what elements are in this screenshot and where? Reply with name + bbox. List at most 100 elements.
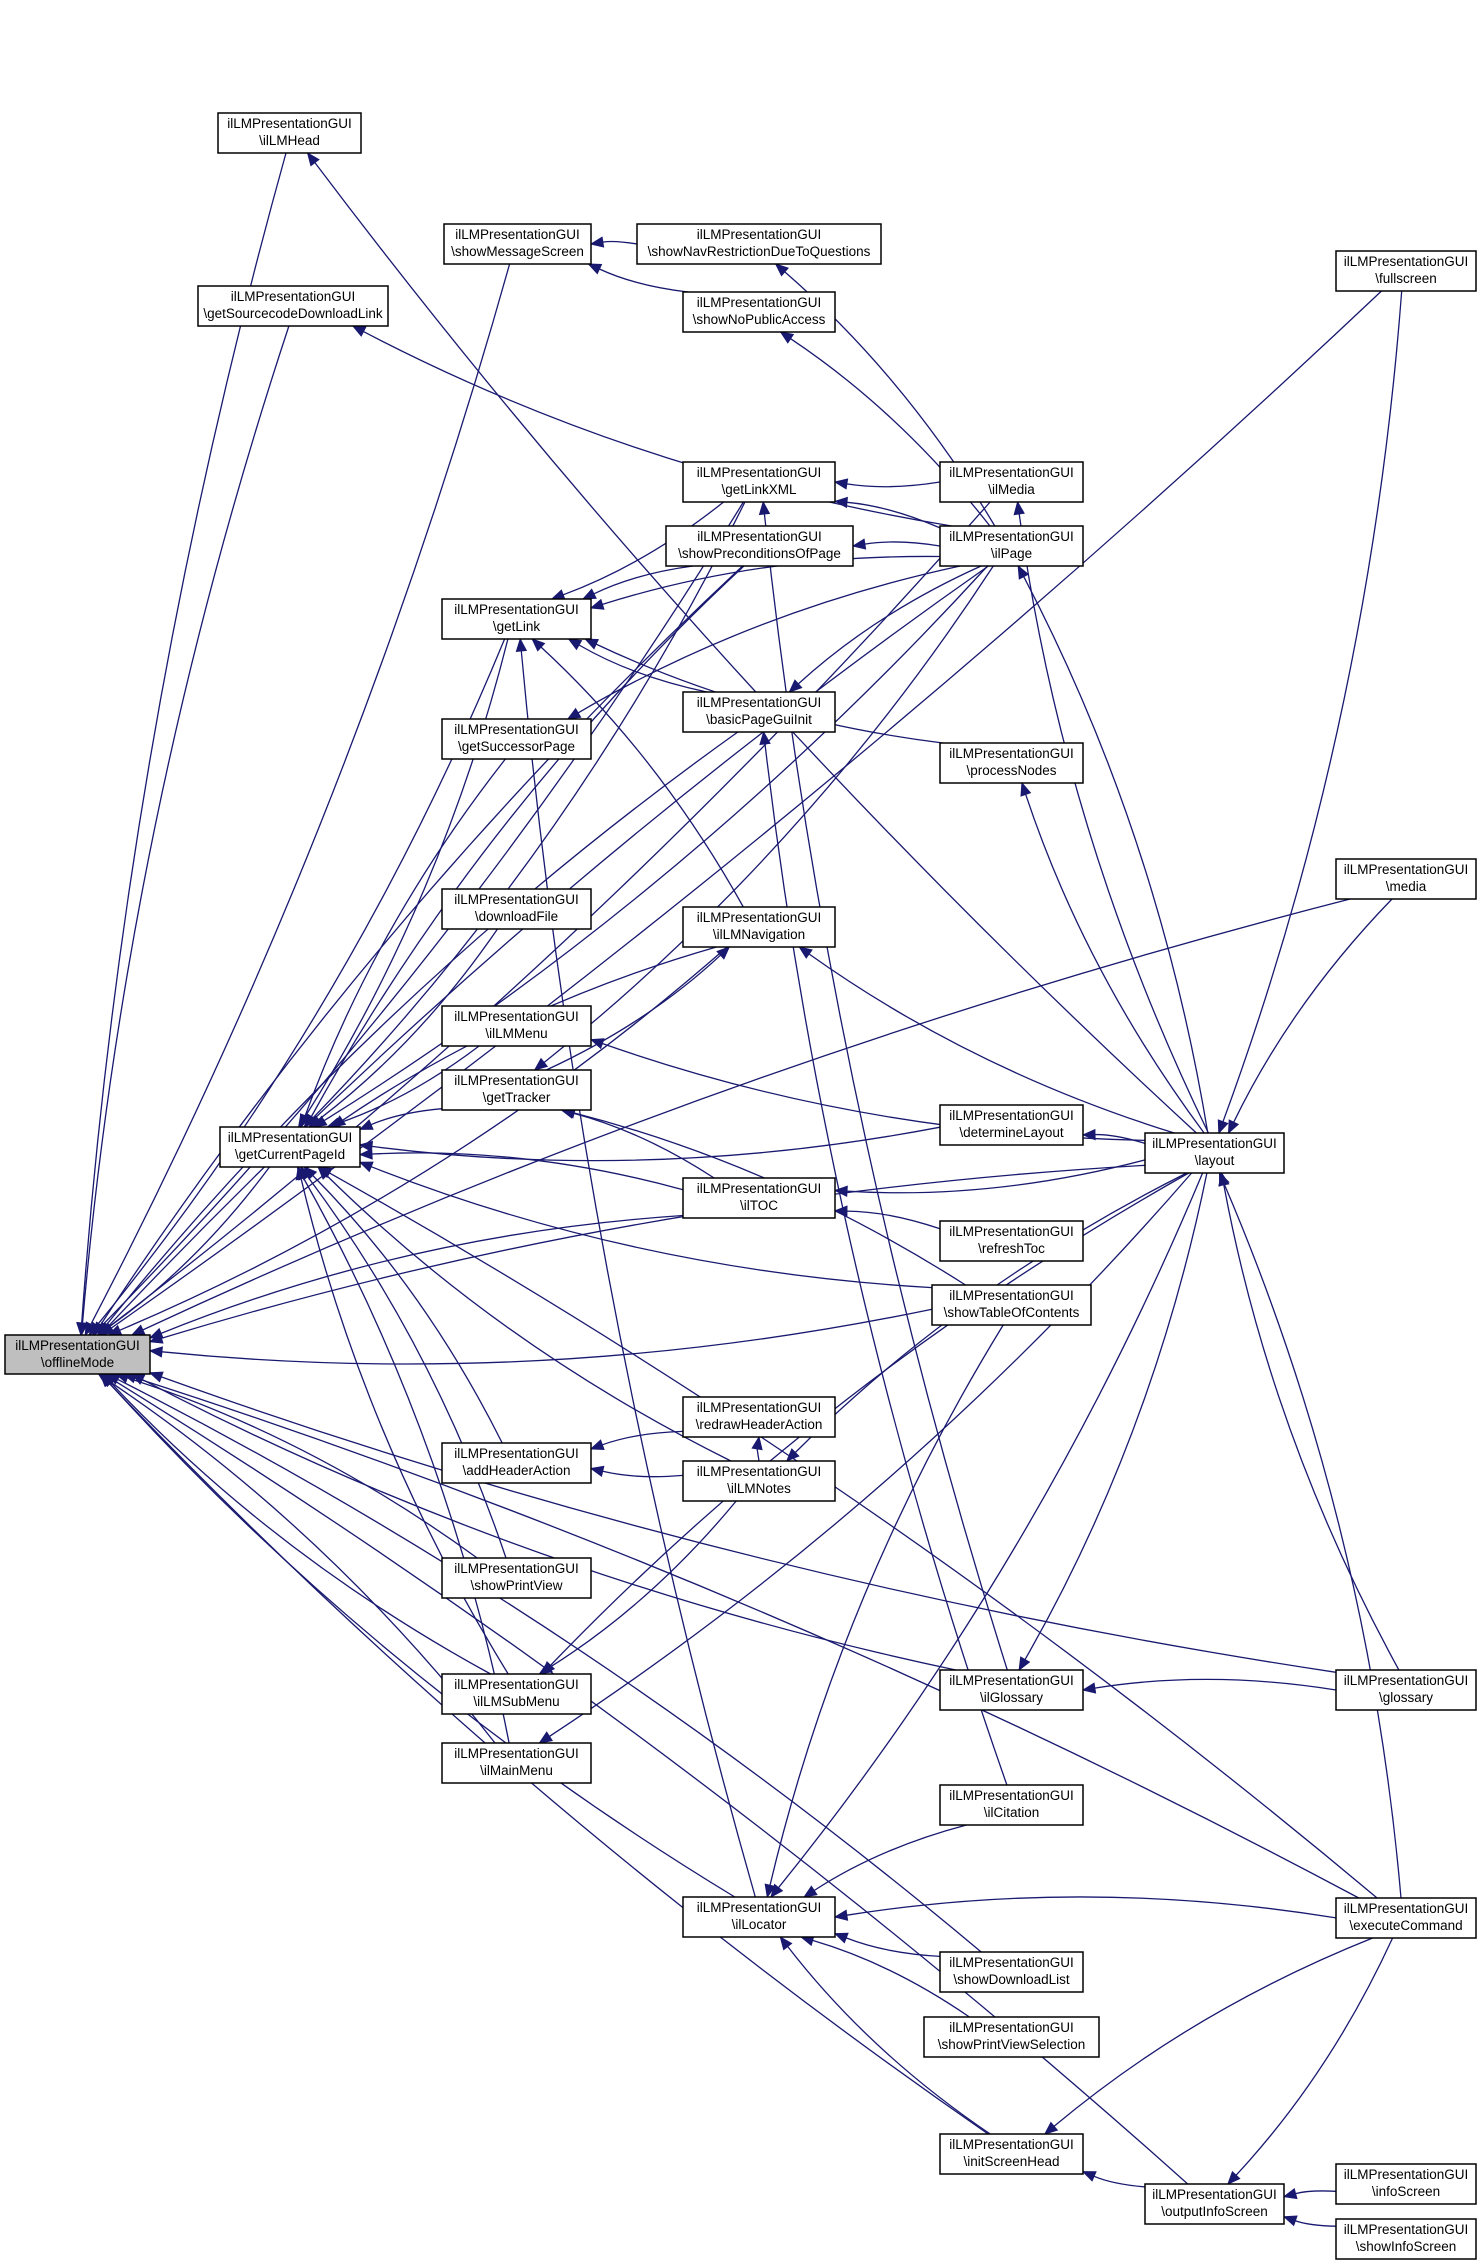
edge-line [1024,1172,1208,1660]
arrow-head [803,1885,818,1898]
edge-line [119,946,728,1331]
edge-line [81,325,290,1324]
node-layout[interactable]: ilLMPresentationGUI\layout [1144,1132,1285,1174]
node-show-no-public-access[interactable]: ilLMPresentationGUI\showNoPublicAccess [682,291,836,333]
node-box [923,2016,1100,2058]
edge-outputInfoScreen-to-initScreenHead [1081,2171,1146,2188]
edge-executeCommand-to-offlineMode [122,1372,1360,1899]
node-method-label: \ilLMMenu [485,1026,547,1041]
node-il-locator[interactable]: ilLMPresentationGUI\ilLocator [682,1896,836,1938]
edge-ilLocator-to-getLink [515,637,756,1898]
edge-line [572,1112,715,1179]
node-box [682,1177,836,1219]
node-get-current-page-id[interactable]: ilLMPresentationGUI\getCurrentPageId [219,1126,361,1168]
node-box [441,718,592,760]
node-show-table-of-contents[interactable]: ilLMPresentationGUI\showTableOfContents [931,1284,1092,1326]
node-method-label: \offlineMode [41,1355,114,1370]
node-box [939,2133,1084,2175]
node-add-header-action[interactable]: ilLMPresentationGUI\addHeaderAction [441,1442,592,1484]
arrow-head [148,1346,163,1358]
node-il-lmsub-menu[interactable]: ilLMPresentationGUI\ilLMSubMenu [441,1673,592,1715]
node-box [1144,1132,1285,1174]
edge-line [304,638,509,1118]
edge-line [108,1380,496,1744]
edge-line [1093,2175,1146,2188]
node-download-file[interactable]: ilLMPresentationGUI\downloadFile [441,888,592,930]
node-basic-page-gui-init[interactable]: ilLMPresentationGUI\basicPageGuiInit [682,691,836,733]
node-get-link[interactable]: ilLMPresentationGUI\getLink [441,598,592,640]
node-method-label: \showPreconditionsOfPage [678,546,841,561]
node-show-info-screen[interactable]: ilLMPresentationGUI\showInfoScreen [1335,2218,1477,2260]
node-class-label: ilLMPresentationGUI [454,1446,579,1461]
arrow-head [351,325,367,337]
arrow-head [1227,1119,1240,1135]
node-media[interactable]: ilLMPresentationGUI\media [1335,858,1477,900]
node-show-print-view[interactable]: ilLMPresentationGUI\showPrintView [441,1557,592,1599]
node-show-nav-restriction-due-to-questions[interactable]: ilLMPresentationGUI\showNavRestrictionDu… [636,223,882,265]
node-init-screen-head[interactable]: ilLMPresentationGUI\initScreenHead [939,2133,1084,2175]
node-fullscreen[interactable]: ilLMPresentationGUI\fullscreen [1335,250,1477,292]
edge-line [593,565,693,595]
node-il-lmhead[interactable]: ilLMPresentationGUI\ilLMHead [217,112,362,154]
edge-line [549,1172,1193,1737]
node-il-main-menu[interactable]: ilLMPresentationGUI\ilMainMenu [441,1742,592,1784]
edge-ilMedia-to-getLinkXML [833,478,941,490]
edge-ilPage-to-basicPageGuiInit [788,565,982,693]
edge-line [323,565,988,1122]
node-get-tracker[interactable]: ilLMPresentationGUI\getTracker [441,1069,592,1111]
node-process-nodes[interactable]: ilLMPresentationGUI\processNodes [939,742,1084,784]
edge-ilPage-to-offlineMode [99,565,989,1336]
node-offline-mode[interactable]: ilLMPresentationGUI\offlineMode [4,1334,151,1375]
node-refresh-toc[interactable]: ilLMPresentationGUI\refreshToc [939,1220,1084,1262]
edge-line [310,565,745,1117]
node-method-label: \getCurrentPageId [235,1147,345,1162]
edge-line [543,565,994,1064]
arrow-head [1081,1128,1096,1141]
node-get-link-xml[interactable]: ilLMPresentationGUI\getLinkXML [682,461,836,503]
node-method-label: \getLink [493,619,541,634]
arrow-head [1218,1171,1230,1187]
node-method-label: \executeCommand [1349,1918,1462,1933]
node-show-download-list[interactable]: ilLMPresentationGUI\showDownloadList [939,1951,1084,1993]
node-determine-layout[interactable]: ilLMPresentationGUI\determineLayout [939,1104,1084,1146]
edge-line [105,731,739,1327]
node-il-glossary[interactable]: ilLMPresentationGUI\ilGlossary [939,1669,1084,1711]
node-redraw-header-action[interactable]: ilLMPresentationGUI\redrawHeaderAction [682,1396,836,1438]
node-method-label: \showDownloadList [953,1972,1070,1987]
edge-line [864,541,941,547]
arrow-head [541,1661,556,1675]
node-class-label: ilLMPresentationGUI [1344,2167,1469,2182]
arrow-head [538,1731,554,1744]
edge-ilPage-to-getCurrentPageId [312,565,988,1128]
node-il-toc[interactable]: ilLMPresentationGUI\ilTOC [682,1177,836,1219]
node-il-citation[interactable]: ilLMPresentationGUI\ilCitation [939,1784,1084,1826]
node-class-label: ilLMPresentationGUI [1344,862,1469,877]
edge-line [846,1896,1337,1919]
node-il-media[interactable]: ilLMPresentationGUI\ilMedia [939,461,1084,503]
edge-line [808,953,1175,1134]
node-get-sourcecode-download-link[interactable]: ilLMPresentationGUI\getSourcecodeDownloa… [197,285,389,327]
arrow-head [100,1323,115,1336]
node-box [441,888,592,930]
node-execute-command[interactable]: ilLMPresentationGUI\executeCommand [1335,1897,1477,1939]
node-info-screen[interactable]: ilLMPresentationGUI\infoScreen [1335,2163,1477,2205]
node-glossary[interactable]: ilLMPresentationGUI\glossary [1335,1669,1477,1711]
node-box [443,223,592,265]
node-show-message-screen[interactable]: ilLMPresentationGUI\showMessageScreen [443,223,592,265]
edge-line [813,1824,967,1892]
edge-ilTOC-to-getCurrentPageId [358,1148,684,1191]
node-il-page[interactable]: ilLMPresentationGUI\ilPage [939,525,1084,567]
node-il-lmnotes[interactable]: ilLMPresentationGUI\ilLMNotes [682,1460,836,1502]
edge-line [769,1324,1004,1886]
edge-line [110,290,1382,1329]
node-class-label: ilLMPresentationGUI [949,1224,1074,1239]
edge-layout-to-offlineMode [148,1164,1146,1344]
node-show-preconditions-of-page[interactable]: ilLMPresentationGUI\showPreconditionsOfP… [665,525,854,567]
node-il-lmnavigation[interactable]: ilLMPresentationGUI\ilLMNavigation [682,906,836,948]
node-show-print-view-selection[interactable]: ilLMPresentationGUI\showPrintViewSelecti… [923,2016,1100,2058]
node-class-label: ilLMPresentationGUI [1344,1673,1469,1688]
node-output-info-screen[interactable]: ilLMPresentationGUI\outputInfoScreen [1144,2183,1285,2225]
node-il-lmmenu[interactable]: ilLMPresentationGUI\ilLMMenu [441,1005,592,1047]
edge-ilMainMenu-to-getCurrentPageId [296,1165,510,1744]
node-get-successor-page[interactable]: ilLMPresentationGUI\getSuccessorPage [441,718,592,760]
